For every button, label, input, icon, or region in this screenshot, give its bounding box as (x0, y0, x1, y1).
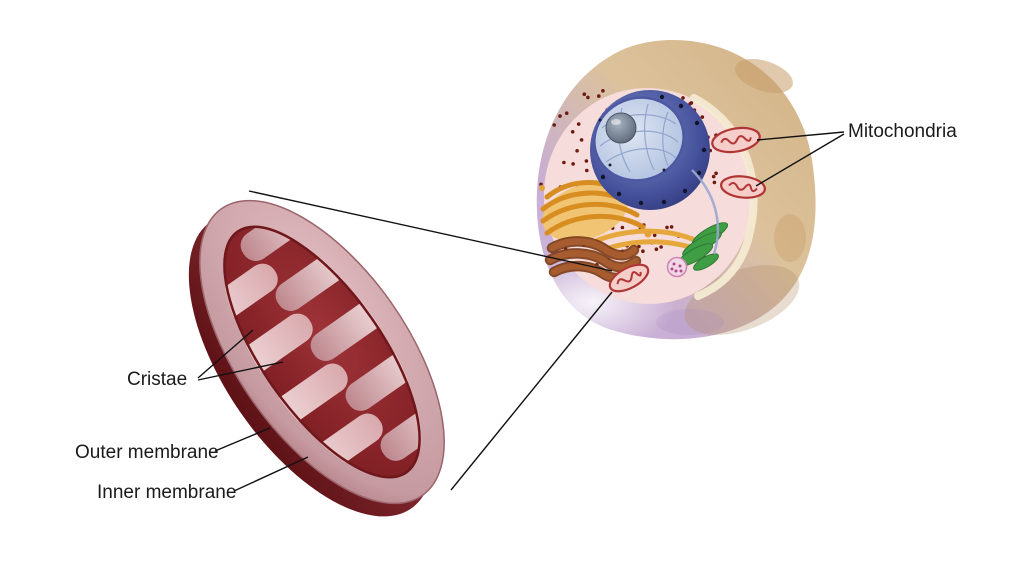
inner-membrane-shape (223, 225, 421, 479)
cell-surface-spot (735, 58, 793, 94)
label-outer-membrane: Outer membrane (75, 442, 219, 463)
outer-membrane-leader (214, 427, 271, 452)
small-mitochondrion-2 (719, 175, 767, 199)
zoom-line-lower (450, 291, 613, 491)
zoom-lines (248, 190, 613, 491)
nucleolus (605, 112, 637, 144)
cristae-leader-2 (197, 361, 284, 381)
label-inner-membrane: Inner membrane (97, 482, 237, 503)
leader-lines (197, 131, 845, 492)
membrane-cut-rim (690, 94, 758, 300)
inner-membrane-leader (233, 456, 309, 492)
nucleolus-highlight (611, 119, 621, 125)
cristae-leader-1 (197, 329, 254, 379)
cell-surface-shade (684, 265, 800, 335)
animal-cell (507, 39, 816, 350)
small-mitochondrion-1 (711, 126, 761, 154)
nuclear-pores (600, 94, 707, 206)
nucleus (590, 90, 710, 210)
microtubule (691, 169, 720, 255)
chromatin-dots (598, 118, 666, 172)
cell-surface-spot (774, 214, 806, 262)
large-mitochondrion (188, 199, 455, 517)
zoom-line-upper (248, 190, 613, 272)
mitochondria-leader-lower (755, 133, 845, 187)
small-mitochondrion-3 (608, 263, 650, 293)
label-cristae: Cristae (127, 369, 188, 390)
vesicle-organelle (666, 256, 688, 278)
mitochondria-leader-upper (756, 131, 845, 141)
label-mitochondria: Mitochondria (848, 121, 957, 142)
